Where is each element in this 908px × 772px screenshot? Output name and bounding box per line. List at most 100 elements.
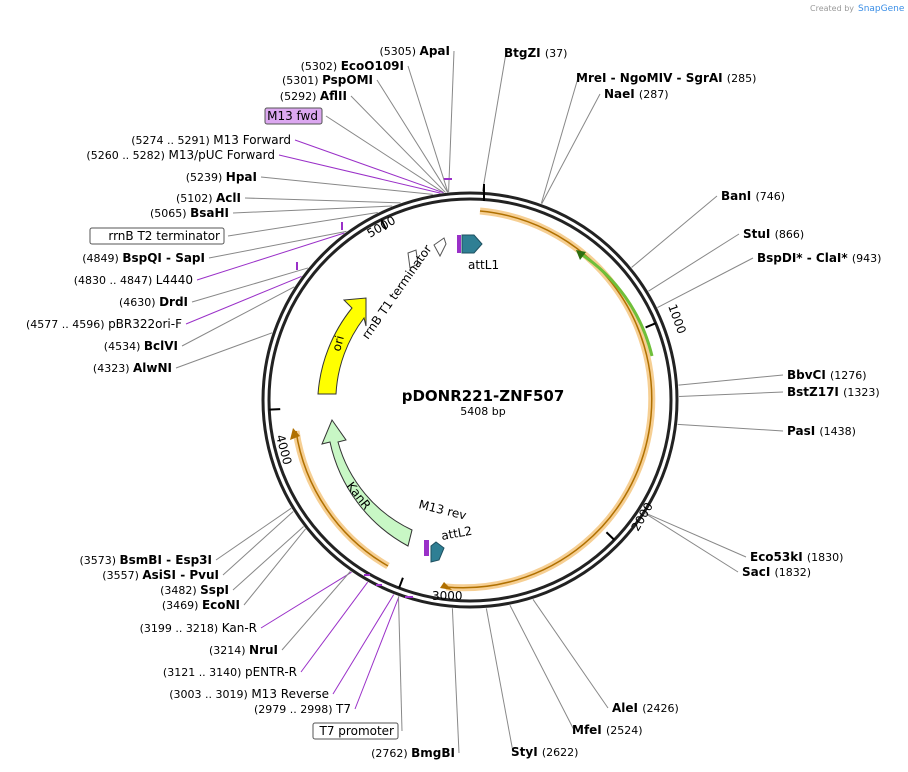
leader-lines [175,50,784,754]
site-pspomi: (5301) PspOMI [282,73,373,87]
insert-green-arc [577,250,654,357]
site-apai: (5305) ApaI [379,44,450,58]
backbone [261,184,679,609]
leader-bsahi [232,205,393,214]
site-mfei: MfeI (2524) [572,723,643,737]
leader-pentr-r [300,581,369,673]
leader-naei [541,93,601,204]
site-btgzi: BtgZI (37) [504,46,567,60]
snapgene-brand: SnapGene [858,4,905,14]
tick-label-3000: 3000 [432,589,463,603]
orf-arc-main-line [445,210,653,589]
leader-bmgbi [451,608,460,754]
site-hpai: (5239) HpaI [186,170,257,184]
pentr-ring-mark [376,584,382,586]
leader-m13-forward [294,139,444,194]
attl1-primer-mark [457,235,461,253]
leader-bspqi-sapi [208,230,347,259]
primer-l4440: (4830 .. 4847) L4440 [74,273,193,287]
site-saci: SacI (1832) [742,565,811,579]
site-acli: (5102) AclI [176,191,241,205]
site-eco53ki: Eco53kI (1830) [750,550,843,564]
leader-sspi [232,526,304,591]
rrnb-t2-terminator-arrow [407,249,419,269]
leader-eco53ki [645,512,747,558]
leader-bsmbi-esp3i [215,507,292,561]
insert-green-arrowhead [576,250,586,260]
rrnb-t1-terminator-arrow [433,237,447,258]
leader-hpai [260,176,433,195]
leader-econi [243,528,306,606]
leader-asisi-pvui [222,511,294,576]
feature-rrnb-t2-terminator: rrnB T2 terminator [108,229,220,243]
leader-t7 [354,596,400,710]
site-bclvi: (4534) BclVI [104,339,178,353]
attl2-primer-mark [424,540,429,556]
leader-styi [485,608,514,753]
leader-l4440 [196,232,345,281]
site-asisi-pvui: (3557) AsiSI - PvuI [102,568,219,582]
rrnb-t1-terminator-label: rrnB T1 terminator [359,242,435,342]
leader-nrui [281,571,351,651]
leader-bclvi [181,286,295,347]
primer-pbr322ori-f: (4577 .. 4596) pBR322ori-F [26,317,182,331]
ori-feature [317,297,367,395]
leader-ecoo109i [407,65,449,193]
leader-mfei [509,604,575,731]
site-pasi: PasI (1438) [787,424,856,438]
leader-saci [645,513,739,573]
leader-drdi [191,267,309,303]
site-stui: StuI (866) [743,227,804,241]
map-title: pDONR221-ZNF507 5408 bp [402,387,565,418]
leader-acli [244,197,401,204]
orf-arc-main-arrowhead [440,582,452,590]
primer-pentr-r: (3121 .. 3140) pENTR-R [163,665,297,679]
primer-t7: (2979 .. 2998) T7 [254,702,351,716]
tick-label-1000: 1000 [665,302,689,335]
site-bmgbi: (2762) BmgBI [371,746,455,760]
leader-bspdi-clai [657,257,754,308]
tick-mark-1000 [645,322,657,329]
primer-kan-r: (3199 .. 3218) Kan-R [140,621,257,635]
leader-kan-r [260,571,352,629]
site-bsahi: (5065) BsaHI [150,206,229,220]
attl1-arrow [461,234,483,254]
leader-pasi [677,423,784,432]
orf-arc-left-line [295,430,389,567]
leader-t7-promoter [397,596,403,732]
plasmid-name: pDONR221-ZNF507 [402,387,565,405]
site-drdi: (4630) DrdI [119,295,188,309]
leader-pbr322ori-f [185,275,302,325]
orf-arc-left-arrowhead [290,428,300,440]
site-nrui: (3214) NruI [209,643,278,657]
leader-m13-fwd [325,115,445,194]
leader-alei [532,599,609,709]
site-ecoo109i: (5302) EcoO109I [301,59,404,73]
attl2-label: attL2 [440,524,473,543]
leader-bbvci [678,374,784,386]
site-aflii: (5292) AflII [280,89,347,103]
site-econi: (3469) EcoNI [162,598,240,612]
attl1-label: attL1 [468,258,499,272]
feature-box-rrnb-t2-terminator [89,227,225,245]
leader-m13-reverse [332,594,395,695]
tick-mark-3000 [398,577,404,589]
site-bstz17i: BstZ17I (1323) [787,385,880,399]
m13-fwd-ring-mark [444,178,452,180]
leader-m13-puc-forward [278,154,441,194]
attl2-arrow [430,541,445,563]
site-bbvci: BbvCI (1276) [787,368,867,382]
kanr-feature [321,418,413,547]
feature-m13-fwd: M13 fwd [267,109,318,123]
feature-box-t7-promoter [312,722,399,740]
site-styi: StyI (2622) [511,745,578,759]
credit-prefix: Created by [810,4,854,13]
l4440-ring-mark [341,222,343,230]
m13-reverse-ring-mark [405,596,413,598]
leader-alwni [175,332,273,369]
orf-arc-left [292,430,390,570]
site-sspi: (3482) SspI [160,583,229,597]
backbone-inner-ring [267,197,673,603]
plasmid-length: 5408 bp [460,405,505,418]
